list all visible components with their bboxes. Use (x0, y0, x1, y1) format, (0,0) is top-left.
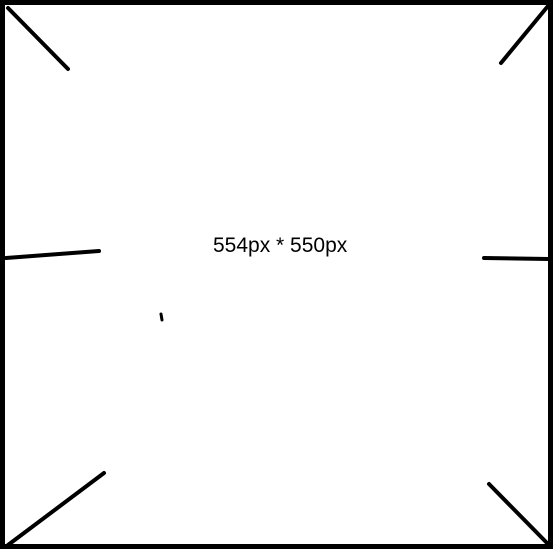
small-tick-mark (159, 312, 164, 322)
dimension-label: 554px * 550px (213, 234, 348, 257)
top-right-corner-mark (499, 4, 550, 65)
bottom-right-corner-mark (487, 482, 550, 546)
bottom-left-corner-mark (6, 471, 106, 547)
left-middle-mark (4, 249, 101, 260)
top-left-corner-mark (6, 6, 70, 71)
right-middle-mark (482, 256, 551, 261)
